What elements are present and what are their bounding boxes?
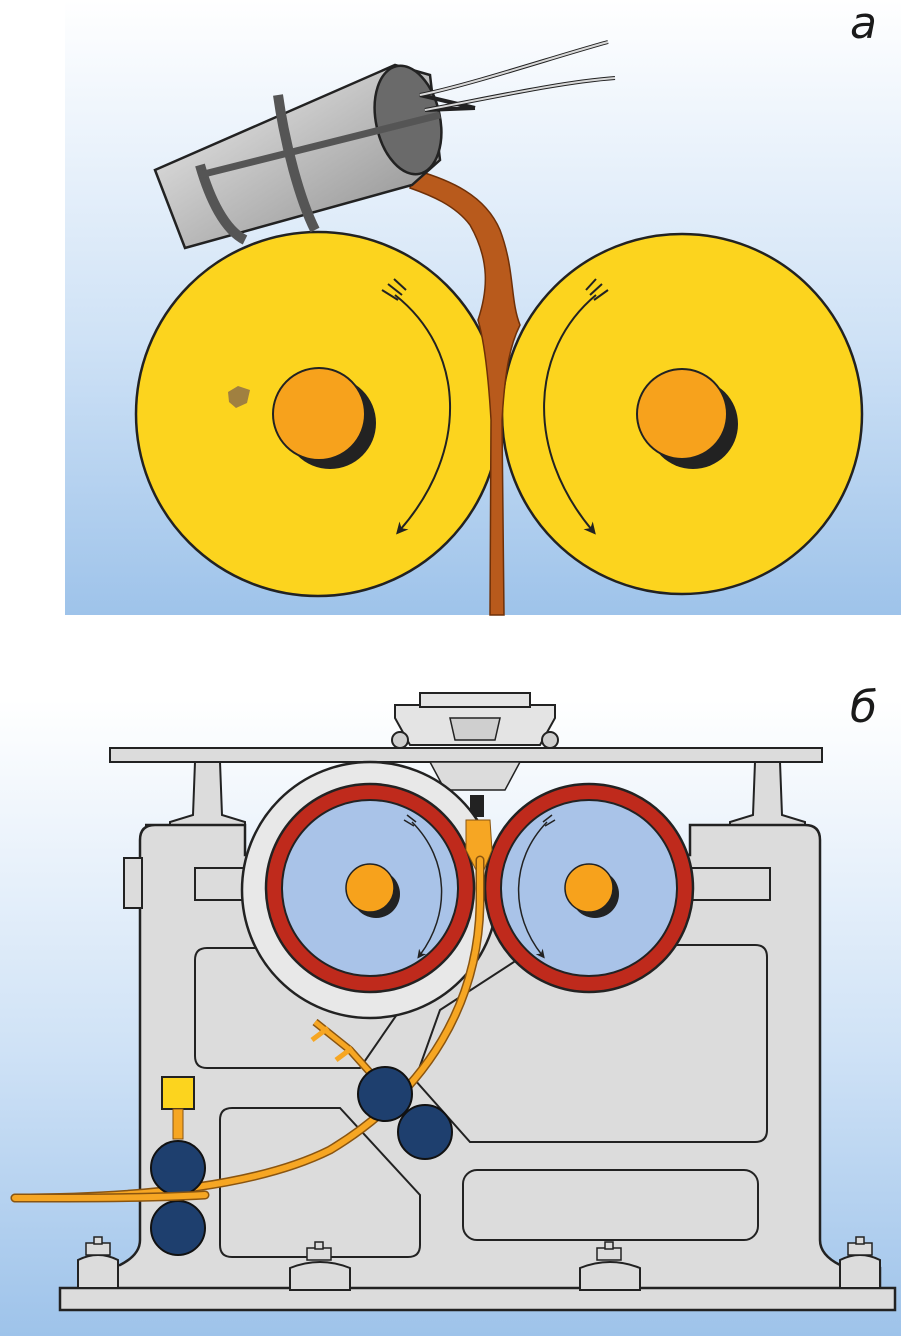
panel-a: а <box>65 0 901 616</box>
anchor-bolt-2 <box>289 1241 351 1291</box>
right-roller-b-axle <box>564 863 614 913</box>
surface-defect-spot <box>228 386 250 408</box>
panel-b: б <box>0 682 901 1336</box>
left-roll-stand <box>150 1076 206 1256</box>
top-rail <box>109 747 823 763</box>
right-arrow-feather-icon <box>585 278 609 301</box>
anchor-bolt-3 <box>579 1241 641 1291</box>
left-roller-rotation-arrow <box>394 294 451 535</box>
left-casting-roller <box>134 230 502 598</box>
anchor-bolt-1 <box>77 1236 119 1289</box>
left-roller-b-rotation-arrow <box>411 821 443 959</box>
panel-a-label: а <box>850 0 877 49</box>
nozzle <box>470 795 484 817</box>
right-b-arrow-feather-icon <box>542 814 556 827</box>
frame-side-lug <box>123 857 143 909</box>
tension-lever <box>310 1018 378 1081</box>
anchor-bolt-4 <box>839 1236 881 1289</box>
frame-window-lower-left <box>219 1107 421 1258</box>
left-roller-axle <box>272 367 366 461</box>
right-roller-axle <box>636 368 728 460</box>
left-casting-roller-b <box>264 782 476 994</box>
left-pinch-roll-lower <box>150 1200 206 1256</box>
molten-metal-stream <box>409 169 521 616</box>
right-casting-roller-b <box>483 782 695 994</box>
right-roller-rotation-arrow <box>543 294 597 535</box>
left-b-arrow-feather-icon <box>403 814 417 827</box>
frame-window-upper-right <box>413 944 768 1143</box>
roll-stand-block <box>161 1076 195 1110</box>
pinch-roll-upper <box>357 1066 413 1122</box>
left-pinch-roll-upper <box>150 1140 206 1196</box>
frame-window-lower-right <box>462 1169 759 1241</box>
pouring-ladle <box>153 40 616 250</box>
pinch-roll-lower <box>397 1104 453 1160</box>
panel-b-label: б <box>850 682 877 733</box>
machine-base <box>58 1286 897 1312</box>
right-casting-roller <box>500 232 864 596</box>
left-roller-b-axle <box>345 863 395 913</box>
left-arrow-feather-icon <box>381 278 407 301</box>
right-roller-b-rotation-arrow <box>517 821 548 959</box>
tundish <box>391 692 559 817</box>
right-crossbar <box>689 867 771 901</box>
